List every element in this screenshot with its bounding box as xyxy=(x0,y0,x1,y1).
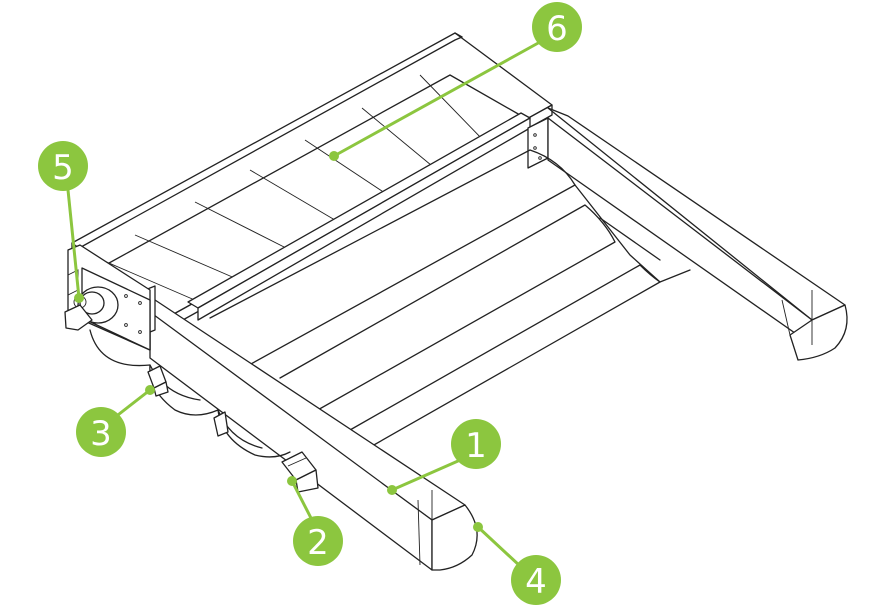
callout-5-label: 5 xyxy=(52,148,74,188)
rear-panel xyxy=(71,32,553,327)
callout-2-label: 2 xyxy=(307,523,329,563)
clip-front xyxy=(281,451,319,493)
callout-1-label: 1 xyxy=(465,426,487,466)
callout-5: 5 xyxy=(38,141,88,303)
callout-5-badge xyxy=(38,141,88,191)
callout-6-badge xyxy=(532,2,582,52)
end-bracket-assembly xyxy=(64,244,151,351)
callout-4-badge xyxy=(511,555,561,605)
floor-slats xyxy=(209,149,691,451)
clip-left xyxy=(147,365,169,397)
right-side-rail xyxy=(547,107,848,361)
callout-3: 3 xyxy=(76,385,155,457)
callout-4-label: 4 xyxy=(525,562,547,602)
clip-middle xyxy=(213,411,229,437)
callout-3-badge xyxy=(76,407,126,457)
callout-3-label: 3 xyxy=(90,414,112,454)
callout-4: 4 xyxy=(473,522,561,605)
callout-6: 6 xyxy=(329,2,582,161)
callout-1: 1 xyxy=(387,419,501,495)
callout-6-label: 6 xyxy=(546,9,568,49)
callout-1-badge xyxy=(451,419,501,469)
callout-2-badge xyxy=(293,516,343,566)
callout-2: 2 xyxy=(287,476,343,566)
